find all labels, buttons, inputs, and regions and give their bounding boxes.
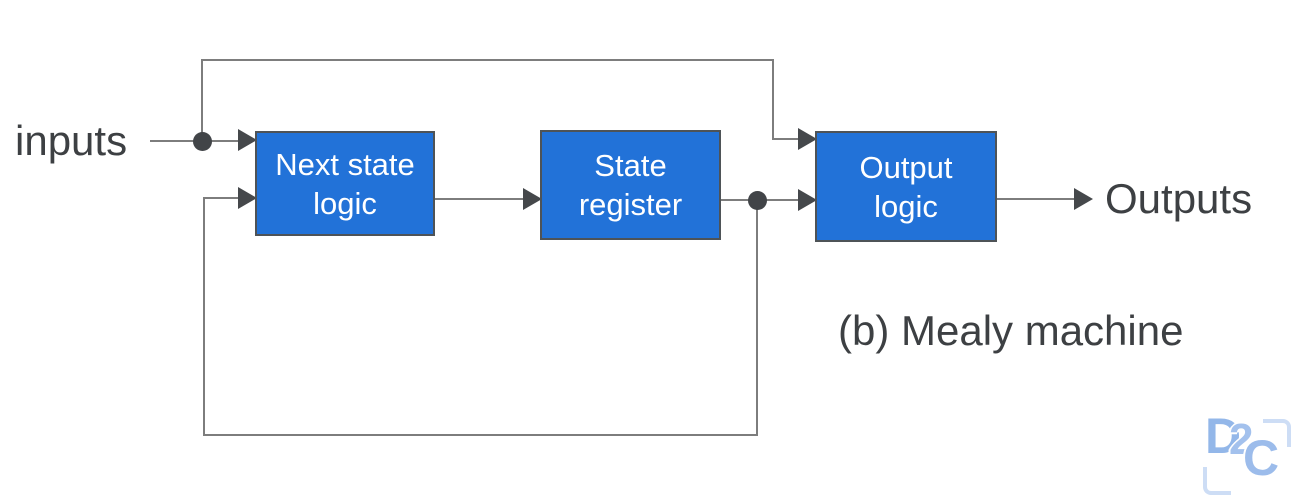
- junction-dot-inputs: [193, 132, 212, 151]
- block-state-register-line1: State: [594, 148, 667, 183]
- wire-feedforward-left-vertical: [201, 59, 203, 141]
- inputs-label: inputs: [15, 117, 128, 164]
- logo-letter-d: D: [1205, 408, 1242, 464]
- wire-nsl-to-sr: [434, 198, 524, 200]
- wire-feedback-into-nsl: [203, 197, 239, 199]
- block-state-register: State register: [540, 130, 721, 240]
- arrowhead-ol-lower-input: [798, 189, 817, 211]
- wire-junction-to-nsl: [203, 140, 239, 142]
- block-state-register-line2: register: [578, 187, 683, 222]
- logo-letter-2: 2: [1229, 415, 1254, 464]
- block-next-state-logic-line1: Next state: [275, 146, 415, 182]
- arrowhead-outputs: [1074, 188, 1093, 210]
- arrowhead-nsl-upper-input: [238, 129, 257, 151]
- wire-feedback-right-vertical: [756, 200, 758, 436]
- block-next-state-logic: Next state logic: [255, 131, 435, 236]
- arrowhead-ol-upper-input: [798, 128, 817, 150]
- wire-feedforward-into-ol: [772, 138, 799, 140]
- arrowhead-nsl-lower-input: [238, 187, 257, 209]
- wire-ol-to-outputs: [997, 198, 1075, 200]
- logo-letter-c: C: [1243, 430, 1280, 486]
- wire-feedforward-top-horizontal: [201, 59, 774, 61]
- diagram-caption: (b) Mealy machine: [838, 307, 1184, 354]
- logo-frame-corner-top-right-icon: [1263, 419, 1291, 447]
- outputs-label: Outputs: [1105, 175, 1253, 222]
- junction-dot-state-output: [748, 191, 767, 210]
- block-next-state-logic-line2: logic: [313, 185, 377, 221]
- wire-feedback-bottom-horizontal: [203, 434, 758, 436]
- block-output-logic-line2: logic: [874, 188, 938, 224]
- block-output-logic-line1: Output: [859, 149, 953, 185]
- wire-feedforward-right-vertical: [772, 59, 774, 140]
- wire-feedback-left-vertical: [203, 198, 205, 436]
- wire-inputs-to-junction: [150, 140, 203, 142]
- d2c-logo: D 2 C: [1203, 408, 1291, 495]
- logo-frame-corner-bottom-left-icon: [1203, 467, 1231, 495]
- block-output-logic: Output logic: [815, 131, 997, 242]
- arrowhead-sr-input: [523, 188, 542, 210]
